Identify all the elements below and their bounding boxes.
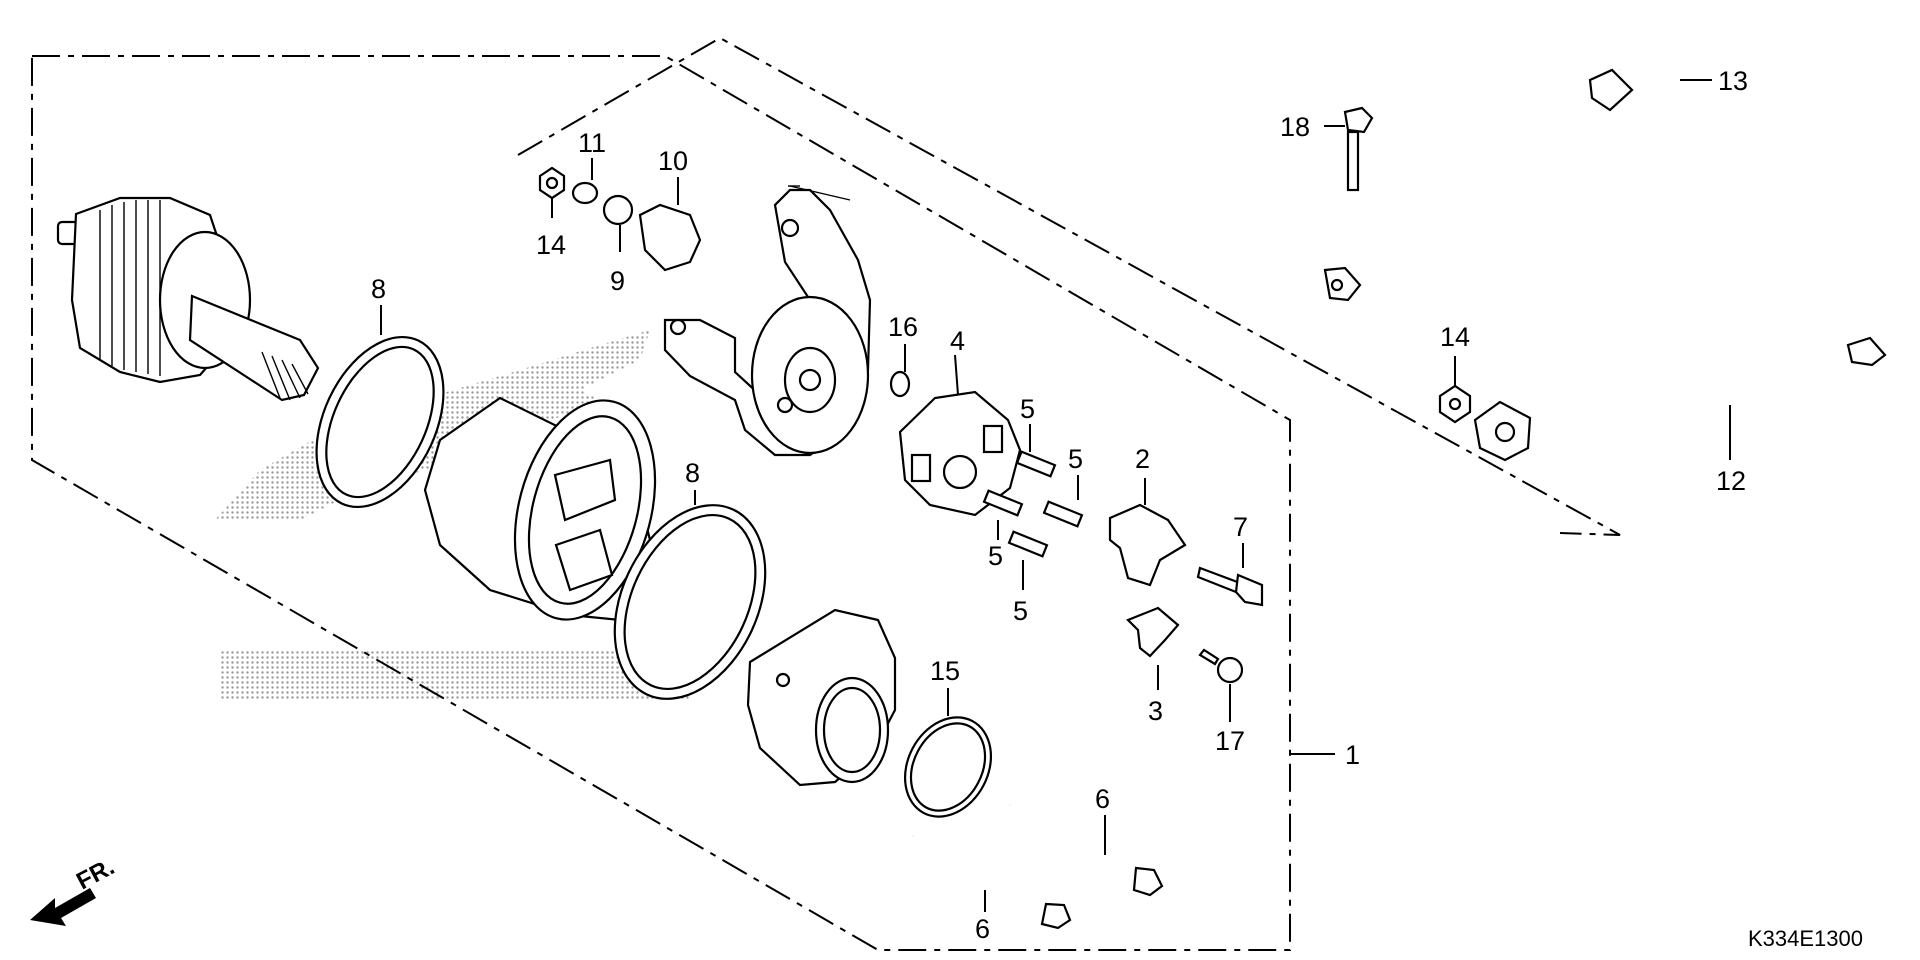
callout-9: 9 [610, 266, 625, 296]
callout-3: 3 [1148, 696, 1163, 726]
leader-lines [380, 79, 1731, 912]
through-bolt-6-lower [911, 833, 1072, 930]
callout-6-a: 6 [1095, 784, 1110, 814]
front-cover [663, 185, 872, 457]
through-bolt-6-upper [1008, 802, 1164, 897]
brush-terminal-2 [1108, 503, 1187, 587]
o-ring-8-right [613, 504, 767, 700]
o-ring-8-left [315, 335, 445, 509]
callout-14-a: 14 [536, 230, 566, 260]
insulator-9 [602, 194, 634, 226]
callouts: 1 2 3 4 5 5 5 5 6 6 7 8 8 9 10 11 12 13 … [371, 66, 1748, 944]
cable-12 [1473, 331, 1887, 462]
callout-10: 10 [658, 146, 688, 176]
brush-holder [898, 390, 1022, 517]
washer-11 [571, 181, 599, 205]
diagram-code: K334E1300 [1748, 926, 1863, 951]
callout-14-b: 14 [1440, 322, 1470, 352]
callout-13: 13 [1718, 66, 1748, 96]
callout-5-a: 5 [1020, 394, 1035, 424]
callout-7: 7 [1233, 512, 1248, 542]
callout-4: 4 [950, 326, 965, 356]
o-ring-15-inner [909, 722, 987, 812]
callout-18: 18 [1280, 112, 1310, 142]
fr-label: FR. [72, 853, 119, 895]
nut-14-top [538, 166, 566, 200]
assembly-boundary [31, 36, 1621, 951]
callout-5-c: 5 [988, 541, 1003, 571]
callout-8-a: 8 [371, 274, 386, 304]
callout-2: 2 [1135, 444, 1150, 474]
callout-5-d: 5 [1013, 596, 1028, 626]
terminal-bolt-7 [1196, 566, 1264, 607]
bolt-18 [1343, 106, 1374, 192]
rear-cover [746, 608, 897, 787]
callout-15: 15 [930, 656, 960, 686]
armature [56, 196, 320, 402]
callout-12: 12 [1716, 466, 1746, 496]
nut-14-right [1438, 384, 1472, 424]
callout-6-b: 6 [975, 914, 990, 944]
cable-13 [1323, 26, 1689, 302]
callout-11: 11 [578, 128, 606, 158]
brush-terminal-3 [1126, 606, 1180, 658]
callout-16: 16 [888, 312, 918, 342]
springs [982, 450, 1084, 558]
insulator-10 [638, 203, 702, 272]
callout-17: 17 [1215, 726, 1245, 756]
callout-1: 1 [1345, 740, 1360, 770]
o-ring-16 [889, 370, 911, 398]
callout-5-b: 5 [1068, 444, 1083, 474]
screw-17 [1198, 648, 1244, 684]
front-direction-indicator: FR. [30, 853, 119, 926]
yoke [423, 396, 657, 622]
callout-8-b: 8 [685, 458, 700, 488]
front-arrow-icon [30, 888, 96, 926]
